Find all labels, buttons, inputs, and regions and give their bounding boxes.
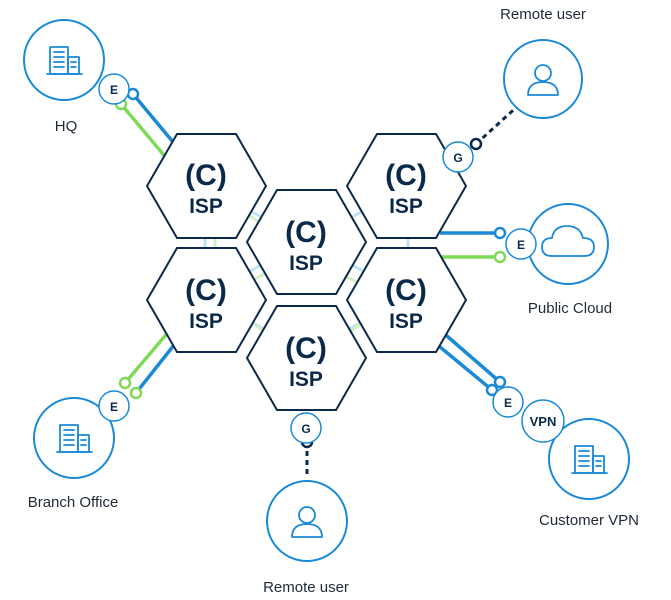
vpn-tag: VPN bbox=[530, 414, 557, 429]
branch-office-node[interactable]: E Branch Office bbox=[28, 390, 130, 511]
isp-label: ISP bbox=[389, 195, 423, 218]
remote-user-top-label: Remote user bbox=[500, 6, 586, 23]
isp-bottom[interactable]: (C) ISP bbox=[245, 305, 368, 411]
edge-badge: E bbox=[110, 83, 118, 97]
branch-office-label: Branch Office bbox=[28, 494, 119, 511]
svg-text:(C): (C) bbox=[285, 332, 327, 365]
connection-public-cloud bbox=[440, 226, 507, 264]
edge-badge: E bbox=[110, 400, 118, 414]
gateway-badge: G bbox=[453, 151, 462, 165]
svg-text:(C): (C) bbox=[285, 216, 327, 249]
remote-user-bottom-node[interactable]: G Remote user bbox=[263, 412, 349, 596]
svg-text:(C): (C) bbox=[185, 274, 227, 307]
remote-user-top-node[interactable]: Remote user G bbox=[442, 6, 586, 173]
edge-badge: E bbox=[504, 396, 512, 410]
customer-vpn-node[interactable]: E VPN Customer VPN bbox=[492, 386, 639, 529]
isp-label: ISP bbox=[289, 252, 323, 275]
isp-label: ISP bbox=[189, 195, 223, 218]
connection-remote-user-top bbox=[469, 102, 522, 151]
isp-label: ISP bbox=[289, 368, 323, 391]
hq-node[interactable]: E HQ bbox=[23, 19, 130, 135]
isp-center[interactable]: (C) ISP bbox=[245, 189, 368, 295]
svg-text:(C): (C) bbox=[185, 159, 227, 192]
connection-customer-vpn bbox=[432, 328, 507, 397]
edge-badge: E bbox=[517, 238, 525, 252]
svg-text:(C): (C) bbox=[385, 159, 427, 192]
isp-top-right[interactable]: (C) ISP bbox=[345, 133, 468, 239]
isp-mid-left[interactable]: (C) ISP bbox=[145, 247, 268, 353]
svg-text:(C): (C) bbox=[385, 274, 427, 307]
connection-branch-office bbox=[118, 328, 180, 400]
public-cloud-label: Public Cloud bbox=[528, 300, 612, 317]
isp-top-left[interactable]: (C) ISP bbox=[145, 133, 268, 239]
isp-label: ISP bbox=[389, 310, 423, 333]
hq-label: HQ bbox=[55, 118, 78, 135]
cloud-icon bbox=[541, 225, 595, 257]
public-cloud-node[interactable]: E Public Cloud bbox=[505, 203, 612, 317]
isp-mid-right[interactable]: (C) ISP bbox=[345, 247, 468, 353]
isp-label: ISP bbox=[189, 310, 223, 333]
remote-user-bottom-label: Remote user bbox=[263, 579, 349, 596]
gateway-badge: G bbox=[301, 422, 310, 436]
customer-vpn-label: Customer VPN bbox=[539, 512, 639, 529]
